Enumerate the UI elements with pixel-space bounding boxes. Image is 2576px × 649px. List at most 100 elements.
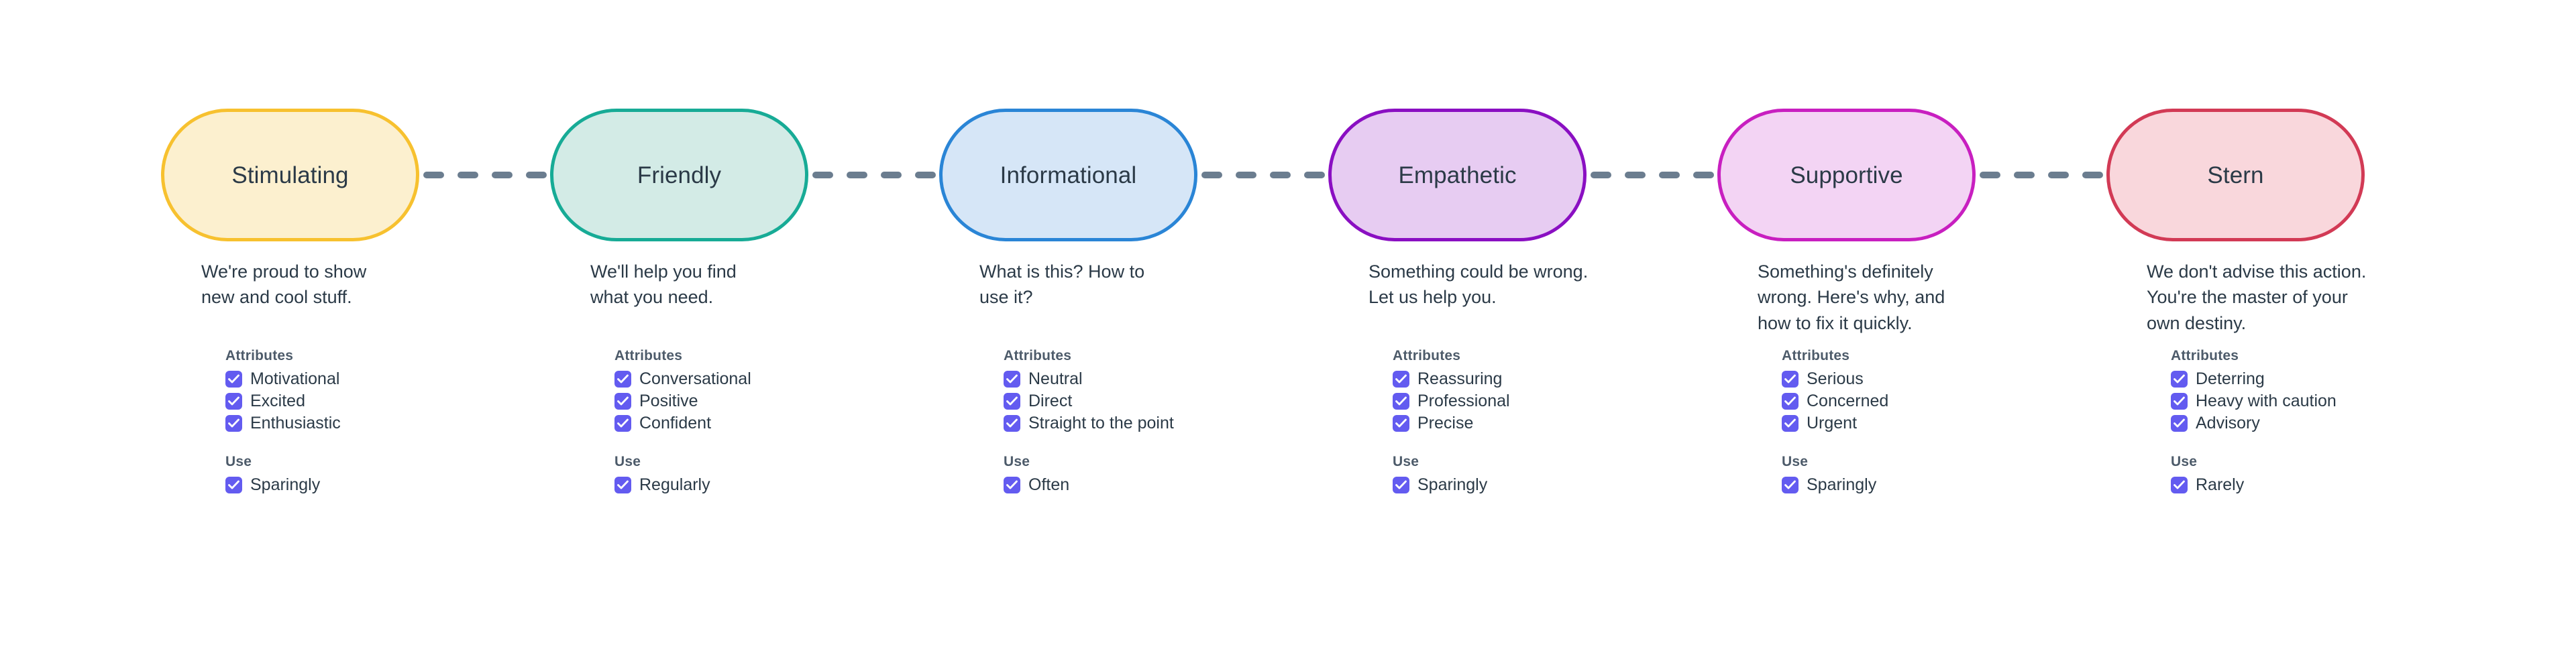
dash-segment: [457, 172, 478, 178]
tone-pill-supportive[interactable]: Supportive: [1717, 109, 1976, 241]
attribute-label: Enthusiastic: [250, 414, 341, 432]
use-label: Sparingly: [250, 475, 321, 494]
attribute-label: Excited: [250, 392, 305, 410]
checkbox-checked-icon[interactable]: [1782, 415, 1799, 432]
checkbox-checked-icon[interactable]: [1004, 477, 1020, 493]
attribute-item[interactable]: Enthusiastic: [225, 412, 590, 434]
checkbox-checked-icon[interactable]: [1393, 393, 1409, 410]
tone-column-supportive: Something's definitely wrong. Here's why…: [1758, 259, 2147, 496]
checkbox-checked-icon[interactable]: [614, 415, 631, 432]
attribute-label: Deterring: [2196, 369, 2265, 388]
use-label: Rarely: [2196, 475, 2245, 494]
checkbox-checked-icon[interactable]: [614, 371, 631, 388]
dash-segment: [1979, 172, 2000, 178]
attribute-item[interactable]: Serious: [1782, 368, 2147, 390]
attribute-item[interactable]: Concerned: [1782, 390, 2147, 412]
attribute-item[interactable]: Precise: [1393, 412, 1758, 434]
attribute-label: Serious: [1807, 369, 1864, 388]
checkbox-checked-icon[interactable]: [2171, 371, 2188, 388]
attribute-label: Motivational: [250, 369, 340, 388]
tone-pill-friendly[interactable]: Friendly: [550, 109, 808, 241]
checkbox-checked-icon[interactable]: [1782, 371, 1799, 388]
attributes-group-title: Attributes: [2171, 348, 2239, 363]
checkbox-checked-icon[interactable]: [225, 371, 242, 388]
checkbox-checked-icon[interactable]: [1782, 393, 1799, 410]
tone-pill-informational[interactable]: Informational: [939, 109, 1197, 241]
checkbox-checked-icon[interactable]: [2171, 477, 2188, 493]
attribute-item[interactable]: Deterring: [2171, 368, 2536, 390]
attribute-label: Urgent: [1807, 414, 1858, 432]
attribute-item[interactable]: Neutral: [1004, 368, 1368, 390]
connector-dashed-line-icon: [1197, 172, 1328, 178]
checkbox-checked-icon[interactable]: [614, 393, 631, 410]
attribute-item[interactable]: Urgent: [1782, 412, 2147, 434]
tone-pill-stimulating[interactable]: Stimulating: [161, 109, 419, 241]
use-item[interactable]: Sparingly: [1393, 474, 1758, 496]
attribute-label: Confident: [639, 414, 712, 432]
attribute-item[interactable]: Straight to the point: [1004, 412, 1368, 434]
use-item[interactable]: Often: [1004, 474, 1368, 496]
attribute-item[interactable]: Excited: [225, 390, 590, 412]
dash-segment: [1201, 172, 1222, 178]
group-spacer: [1782, 434, 2147, 455]
tone-pill-label: Empathetic: [1398, 162, 1517, 188]
checkbox-checked-icon[interactable]: [1004, 415, 1020, 432]
dash-segment: [423, 172, 444, 178]
checkbox-checked-icon[interactable]: [1004, 393, 1020, 410]
use-item[interactable]: Sparingly: [225, 474, 590, 496]
tone-column-stimulating: We're proud to show new and cool stuff.A…: [201, 259, 590, 496]
checkbox-checked-icon[interactable]: [1004, 371, 1020, 388]
dash-segment: [1658, 172, 1680, 178]
dash-segment: [1624, 172, 1646, 178]
attribute-item[interactable]: Positive: [614, 390, 979, 412]
checkbox-checked-icon[interactable]: [225, 477, 242, 493]
attribute-label: Reassuring: [1417, 369, 1503, 388]
tone-description: We'll help you find what you need.: [590, 261, 737, 308]
group-spacer: [2171, 434, 2536, 455]
checkbox-checked-icon[interactable]: [2171, 415, 2188, 432]
attribute-item[interactable]: Professional: [1393, 390, 1758, 412]
use-label: Often: [1028, 475, 1070, 494]
dash-segment: [1269, 172, 1291, 178]
tone-column-friendly: We'll help you find what you need.Attrib…: [590, 259, 979, 496]
checkbox-checked-icon[interactable]: [2171, 393, 2188, 410]
checkbox-checked-icon[interactable]: [225, 415, 242, 432]
dash-segment: [812, 172, 833, 178]
use-item[interactable]: Rarely: [2171, 474, 2536, 496]
checkbox-checked-icon[interactable]: [225, 393, 242, 410]
connector-dashed-line-icon: [1587, 172, 1717, 178]
tone-description: We're proud to show new and cool stuff.: [201, 261, 367, 308]
use-item[interactable]: Regularly: [614, 474, 979, 496]
tone-pill-stern[interactable]: Stern: [2106, 109, 2365, 241]
attribute-item[interactable]: Conversational: [614, 368, 979, 390]
checkbox-checked-icon[interactable]: [1393, 415, 1409, 432]
attribute-item[interactable]: Reassuring: [1393, 368, 1758, 390]
checkbox-checked-icon[interactable]: [1393, 371, 1409, 388]
use-item[interactable]: Sparingly: [1782, 474, 2147, 496]
attribute-item[interactable]: Motivational: [225, 368, 590, 390]
checkbox-checked-icon[interactable]: [1782, 477, 1799, 493]
connector-dashed-line-icon: [419, 172, 550, 178]
checkbox-checked-icon[interactable]: [1393, 477, 1409, 493]
dash-segment: [2082, 172, 2103, 178]
checkbox-checked-icon[interactable]: [614, 477, 631, 493]
tone-pill-empathetic[interactable]: Empathetic: [1328, 109, 1587, 241]
dash-segment: [880, 172, 902, 178]
attribute-item[interactable]: Heavy with caution: [2171, 390, 2536, 412]
attribute-label: Advisory: [2196, 414, 2260, 432]
attribute-item[interactable]: Confident: [614, 412, 979, 434]
attribute-item[interactable]: Direct: [1004, 390, 1368, 412]
attribute-item[interactable]: Advisory: [2171, 412, 2536, 434]
